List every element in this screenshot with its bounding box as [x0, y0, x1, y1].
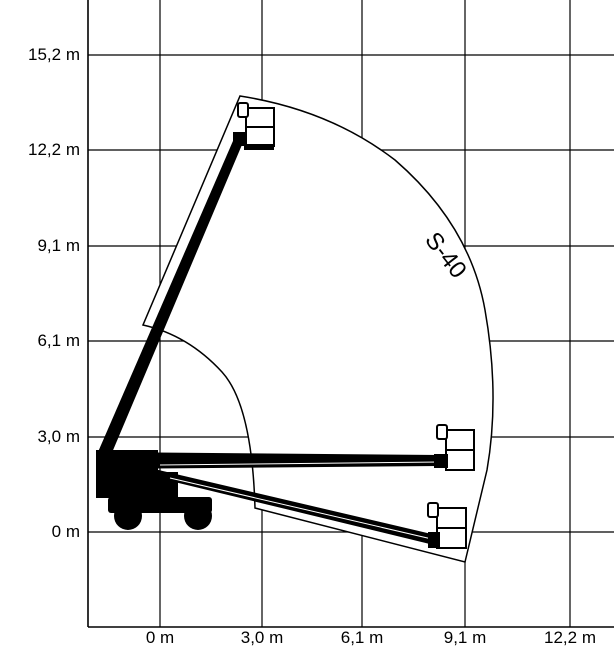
plot-frame [87, 0, 614, 628]
y-label-15-2: 15,2 m [28, 45, 80, 64]
boom-vertical-position [98, 132, 245, 455]
x-label-12-2: 12,2 m [544, 628, 596, 647]
platform-basket-lower [427, 502, 467, 549]
y-label-9-1: 9,1 m [37, 236, 80, 255]
boom-lower-position [150, 468, 440, 546]
y-label-12-2: 12,2 m [28, 140, 80, 159]
x-label-0: 0 m [145, 628, 175, 647]
x-label-9-1: 9,1 m [443, 628, 487, 647]
platform-basket-horizontal [434, 424, 475, 471]
x-label-3-0: 3,0 m [240, 628, 284, 647]
y-label-6-1: 6,1 m [37, 331, 80, 350]
working-envelope-curve [141, 95, 494, 563]
rear-wheel [184, 502, 212, 530]
y-label-0: 0 m [51, 522, 80, 541]
platform-basket-top [237, 102, 275, 150]
y-label-3-0: 3,0 m [37, 427, 80, 446]
front-wheel [114, 502, 142, 530]
x-label-6-1: 6,1 m [340, 628, 384, 647]
boom-horizontal-position [100, 452, 441, 469]
